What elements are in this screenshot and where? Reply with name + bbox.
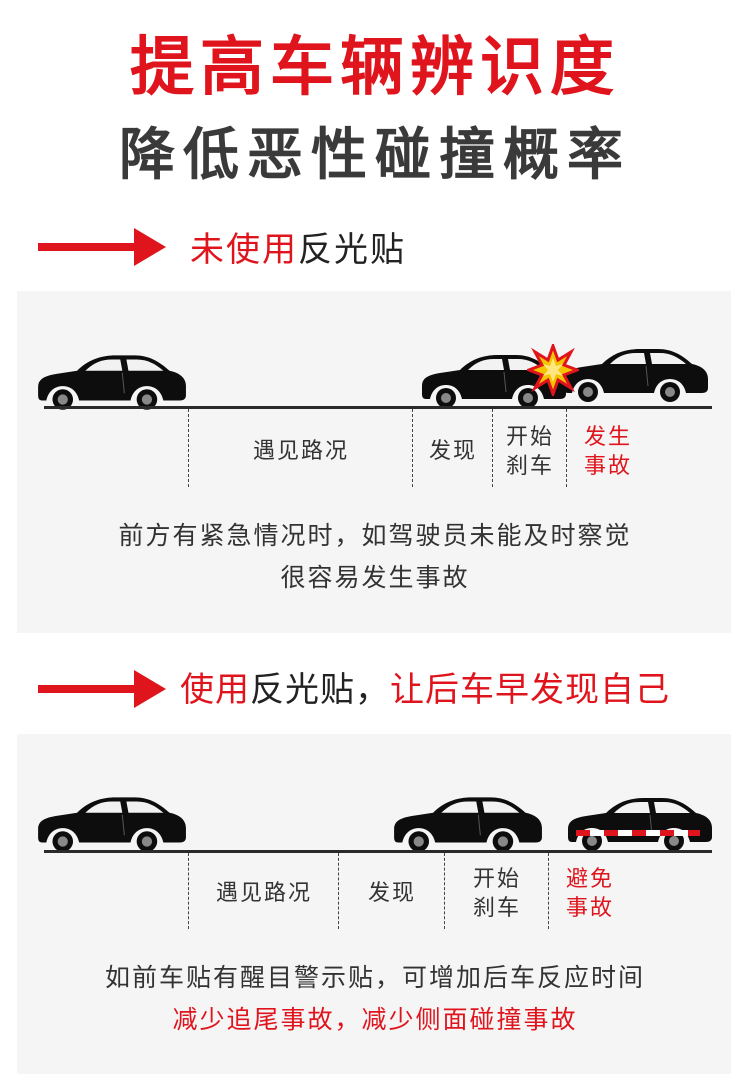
- label-brake-2: 刹车: [472, 896, 521, 921]
- divider: [338, 853, 339, 929]
- collision-burst-icon: [527, 344, 579, 396]
- section1-heading-red: 未使用: [190, 230, 298, 270]
- divider: [444, 853, 445, 929]
- arrow-right-icon: [38, 228, 166, 266]
- section2-heading-red1: 使用: [180, 670, 250, 710]
- car-icon: [34, 352, 188, 410]
- label-result-1: 发生: [583, 425, 632, 450]
- page-subtitle: 降低恶性碰撞概率: [119, 123, 631, 188]
- label-result-1: 避免: [565, 867, 614, 892]
- section1-desc-1: 前方有紧急情况时，如驾驶员未能及时察觉: [118, 521, 632, 550]
- label-brake-1: 开始: [472, 867, 521, 892]
- section1-heading-dark: 反光贴: [298, 230, 406, 270]
- label-result-2: 事故: [583, 454, 632, 479]
- section2-heading-dark: 反光贴，: [250, 670, 390, 710]
- label-encounter: 遇见路况: [252, 439, 349, 464]
- divider: [492, 409, 493, 487]
- road-line: [44, 406, 712, 409]
- car-icon: [564, 794, 714, 852]
- page-title: 提高车辆辨识度: [130, 31, 620, 105]
- section1-heading: 未使用反光贴: [190, 228, 406, 272]
- label-discover: 发现: [428, 439, 477, 464]
- divider: [548, 853, 549, 929]
- divider: [188, 409, 189, 487]
- section2-desc-2: 减少追尾事故，减少侧面碰撞事故: [172, 1005, 578, 1034]
- car-icon: [390, 794, 544, 852]
- label-discover: 发现: [367, 881, 416, 906]
- road-line: [44, 850, 712, 853]
- divider: [188, 853, 189, 929]
- car-icon: [34, 794, 188, 852]
- divider: [412, 409, 413, 487]
- label-encounter: 遇见路况: [215, 881, 312, 906]
- section1-desc-2: 很容易发生事故: [280, 563, 470, 592]
- arrow-right-icon: [38, 670, 166, 708]
- reflective-strip-icon: [576, 830, 700, 836]
- label-brake-1: 开始: [505, 425, 554, 450]
- section2-panel: [17, 734, 731, 1074]
- car-icon: [560, 344, 710, 404]
- label-brake-2: 刹车: [505, 454, 554, 479]
- divider: [566, 409, 567, 487]
- label-result-2: 事故: [565, 896, 614, 921]
- section1-panel: [17, 291, 731, 633]
- section2-desc-1: 如前车贴有醒目警示贴，可增加后车反应时间: [104, 963, 645, 992]
- section2-heading-red2: 让后车早发现自己: [390, 670, 670, 710]
- section2-heading: 使用反光贴，让后车早发现自己: [180, 668, 670, 712]
